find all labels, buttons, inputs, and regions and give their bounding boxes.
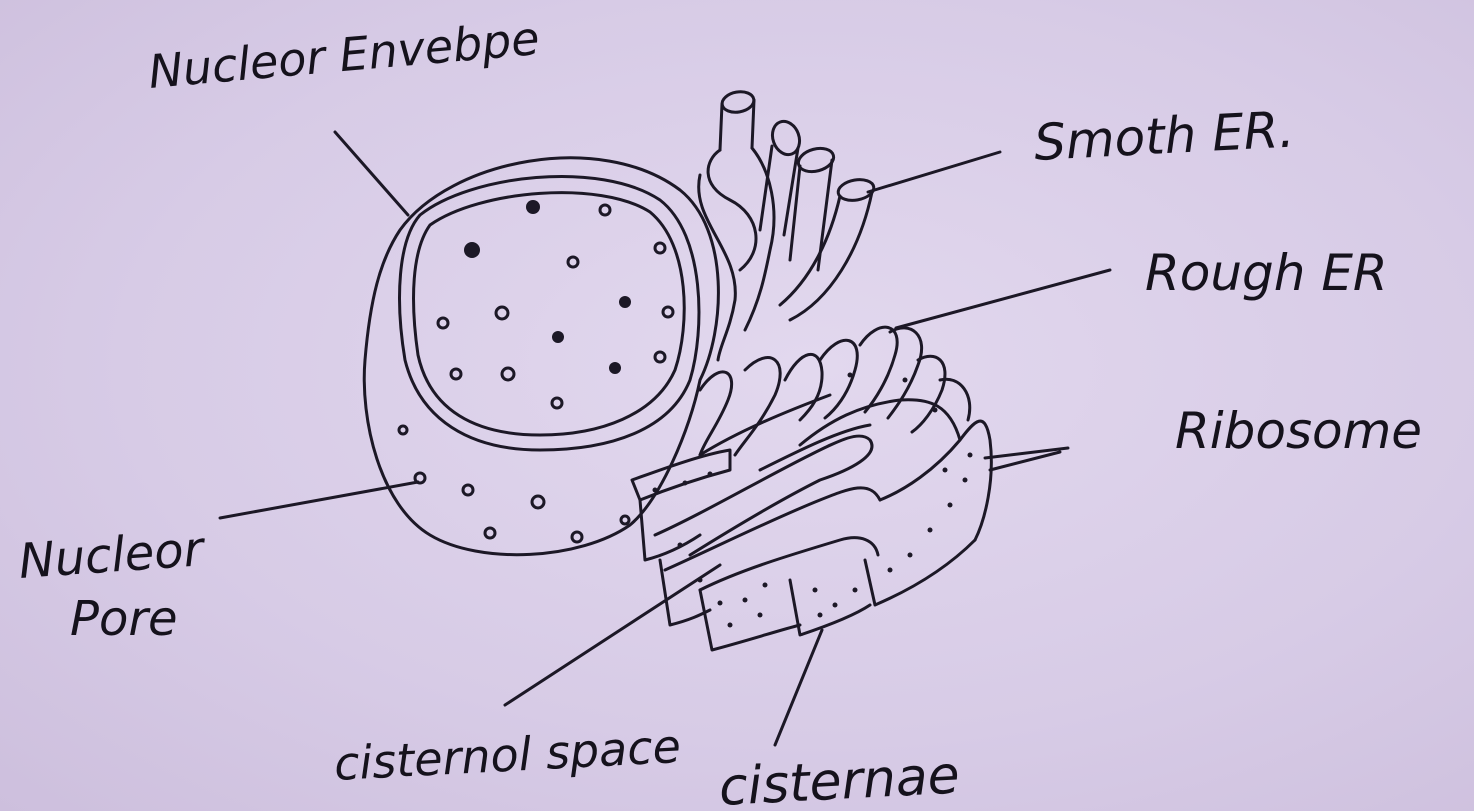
label-smooth-er: Smoth ER. — [1033, 100, 1296, 172]
nucleus — [364, 158, 718, 555]
leader-cisternal-space — [505, 565, 720, 705]
label-nuclear-envelope: Nucleor Envebpe — [146, 11, 541, 99]
rough-er — [632, 327, 991, 650]
leader-nuclear-pore — [220, 482, 418, 518]
leader-lines — [220, 132, 1110, 745]
leader-smooth-er — [868, 152, 1000, 192]
leader-ribosome — [985, 448, 1068, 470]
label-nuclear-pore-line1: Nucleor — [17, 521, 208, 590]
label-cisternae: cisternae — [718, 745, 962, 811]
leader-nuclear-envelope — [335, 132, 408, 215]
nucleoplasm-boundary — [414, 193, 685, 435]
smooth-er — [699, 89, 876, 360]
nuclear-pores — [399, 426, 629, 542]
leader-rough-er — [896, 270, 1110, 328]
label-rough-er: Rough ER — [1145, 244, 1388, 302]
leader-cisternae — [775, 630, 822, 745]
label-cisternal-space: cisternol space — [333, 719, 682, 791]
chromatin-dots — [438, 200, 673, 408]
label-ribosome: Ribosome — [1175, 402, 1422, 460]
label-nuclear-pore-line2: Pore — [70, 591, 178, 647]
